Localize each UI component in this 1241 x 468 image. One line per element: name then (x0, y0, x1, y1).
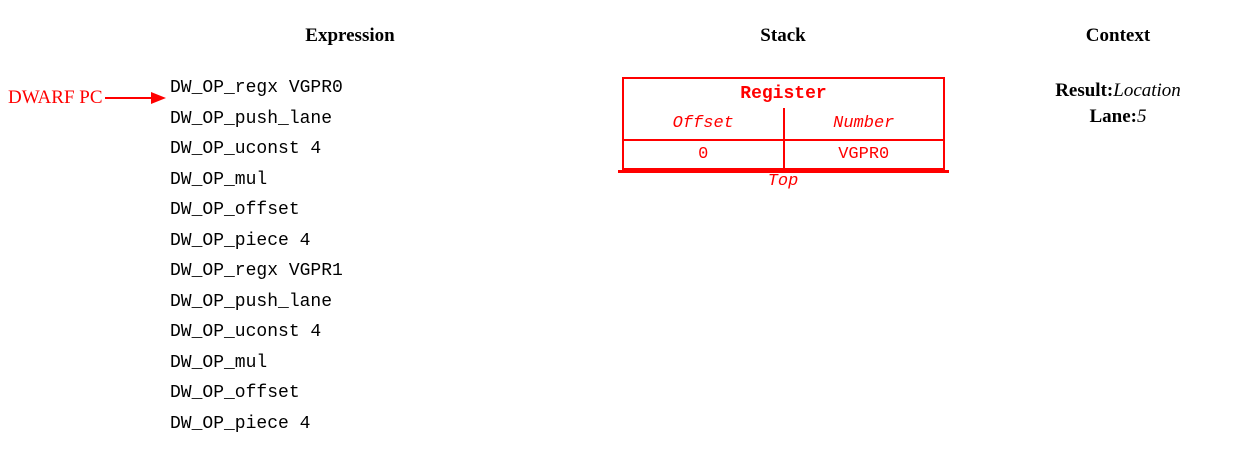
stack-entry-title: Register (740, 83, 827, 104)
expression-line: DW_OP_push_lane (170, 108, 333, 129)
arrow-head (150, 91, 166, 104)
expression-line: DW_OP_offset (170, 200, 300, 220)
arrow-shaft (104, 96, 155, 99)
context-entry: Lane:5 (1055, 104, 1181, 130)
stack-column-header-row: Offset Number (624, 108, 943, 139)
expression-line: DW_OP_mul (170, 169, 268, 190)
expression-line: DW_OP_uconst 4 (170, 322, 322, 342)
expression-line: DW_OP_piece 4 (170, 230, 311, 251)
stack-row: 0 VGPR0 (624, 139, 943, 168)
expression-line: DW_OP_regx VGPR1 (170, 261, 343, 281)
expression-line: DW_OP_uconst 4 (170, 139, 322, 159)
column-heading-stack: Stack (760, 25, 806, 46)
expression-line: DW_OP_offset (170, 383, 300, 403)
stack-cell-offset: 0 (698, 145, 709, 164)
stack-column-header-offset: Offset (672, 114, 734, 133)
context-entry-value: 5 (1137, 106, 1147, 127)
arrow-right-icon (104, 91, 167, 104)
stack-top-label: Top (767, 172, 799, 191)
stack-entry-title-row: Register (624, 79, 943, 108)
stack-entry-table: Register Offset Number 0 VGPR0 (622, 77, 945, 170)
context-entry-key: Result: (1055, 80, 1114, 101)
dwarf-pc-pointer: DWARF PC (8, 88, 167, 107)
context-entry: Result:Location (1055, 78, 1181, 104)
stack-column-header-number: Number (782, 108, 944, 139)
expression-line: DW_OP_mul (170, 352, 268, 373)
expression-line: DW_OP_piece 4 (170, 413, 311, 434)
context-entry-value: Location (1113, 80, 1181, 101)
expression-line: DW_OP_push_lane (170, 291, 333, 312)
column-heading-expression: Expression (305, 25, 395, 46)
column-heading-context: Context (1085, 25, 1151, 46)
stack-top-rule (618, 170, 949, 173)
expression-line: DW_OP_regx VGPR0 (170, 78, 343, 98)
dwarf-pc-label: DWARF PC (8, 87, 103, 108)
context-entry-key: Lane: (1089, 106, 1138, 127)
stack-cell-number: VGPR0 (782, 141, 944, 168)
